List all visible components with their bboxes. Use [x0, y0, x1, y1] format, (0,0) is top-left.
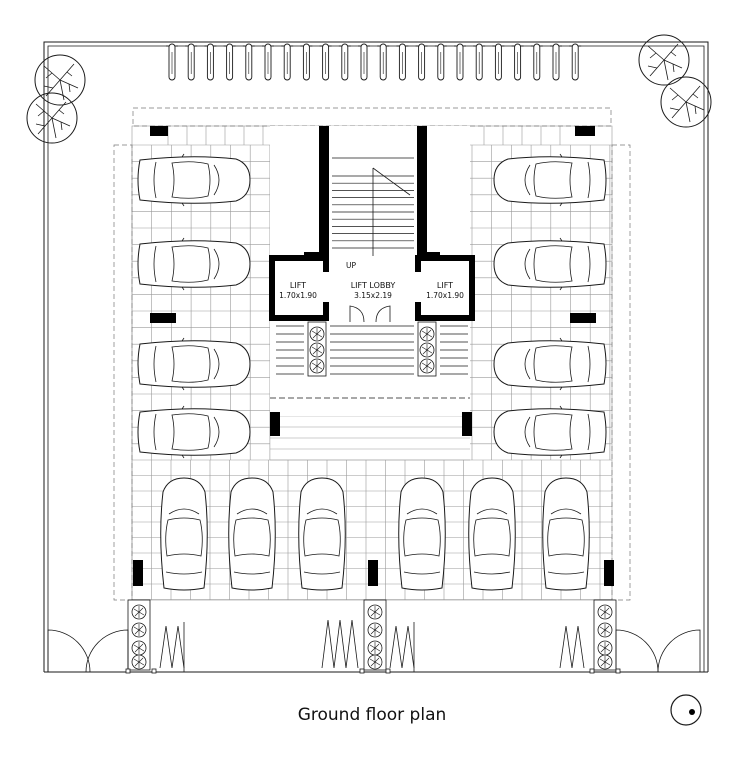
car-icon — [160, 477, 208, 591]
entrance-gates — [47, 629, 701, 673]
car-icon — [137, 237, 251, 291]
lift-right-name: LIFT — [437, 281, 453, 290]
scooter-icon — [184, 43, 198, 81]
scooter-icon — [319, 43, 333, 81]
stair-core — [269, 126, 475, 436]
lift-lobby-name: LIFT LOBBY — [351, 281, 396, 290]
car-icon — [398, 477, 446, 591]
north-arrow-icon — [670, 694, 702, 726]
scooter-icon — [203, 43, 217, 81]
entrance-planters — [127, 599, 617, 671]
scooter-icon — [568, 43, 582, 81]
scooter-row — [165, 43, 582, 81]
scooter-icon — [434, 43, 448, 81]
car-icon — [468, 477, 516, 591]
dashed-boundary — [113, 107, 631, 601]
lift-right-size: 1.70x1.90 — [426, 291, 464, 300]
plan-caption: Ground floor plan — [297, 705, 447, 725]
lift-lobby-size: 3.15x2.19 — [354, 291, 392, 300]
car-icon — [493, 337, 607, 391]
structural-columns — [133, 126, 614, 586]
sliding-gates — [159, 619, 585, 672]
car-icon — [298, 477, 346, 591]
car-icon — [137, 153, 251, 207]
scooter-icon — [415, 43, 429, 81]
scooter-icon — [223, 43, 237, 81]
car-icon — [137, 337, 251, 391]
scooter-icon — [357, 43, 371, 81]
lift-left-size: 1.70x1.90 — [279, 291, 317, 300]
scooter-icon — [453, 43, 467, 81]
car-icon — [542, 477, 590, 591]
scooter-icon — [549, 43, 563, 81]
car-icon — [493, 405, 607, 459]
scooter-icon — [280, 43, 294, 81]
car-icon — [137, 405, 251, 459]
stair-up-label: UP — [346, 261, 356, 270]
scooter-icon — [299, 43, 313, 81]
scooter-icon — [242, 43, 256, 81]
scooter-icon — [165, 43, 179, 81]
scooter-icon — [338, 43, 352, 81]
scooter-icon — [376, 43, 390, 81]
car-icon — [228, 477, 276, 591]
scooter-icon — [511, 43, 525, 81]
bollards — [125, 668, 621, 674]
car-icon — [493, 237, 607, 291]
car-icon — [493, 153, 607, 207]
scooter-icon — [261, 43, 275, 81]
scooter-icon — [395, 43, 409, 81]
scooter-icon — [472, 43, 486, 81]
scooter-icon — [491, 43, 505, 81]
lift-left-name: LIFT — [290, 281, 306, 290]
scooter-icon — [530, 43, 544, 81]
